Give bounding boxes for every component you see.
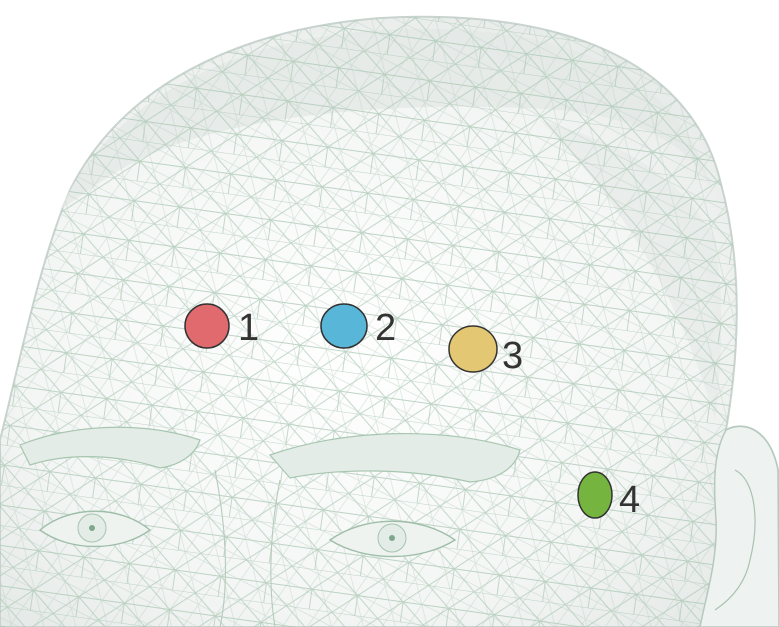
marker-1: 1 xyxy=(185,304,259,349)
marker-1-label: 1 xyxy=(238,307,259,349)
marker-4-label: 4 xyxy=(619,479,640,521)
marker-3-label: 3 xyxy=(502,335,523,377)
marker-4-dot xyxy=(578,472,612,518)
marker-2-label: 2 xyxy=(375,307,396,349)
marker-1-dot xyxy=(185,304,229,348)
marker-3-dot xyxy=(449,326,497,372)
marker-2: 2 xyxy=(321,304,396,349)
marker-2-dot xyxy=(321,304,367,348)
